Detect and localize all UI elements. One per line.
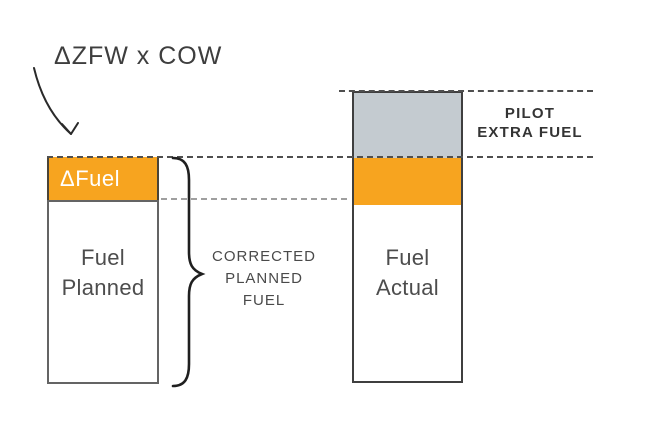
pilot-extra-fuel-label: PILOT EXTRA FUEL [477, 105, 583, 141]
brace-icon [171, 156, 206, 388]
dashed-line-pilot-top [339, 90, 593, 92]
dashed-line-planned-top [161, 198, 347, 200]
delta-zfw-cow-annotation: ΔZFW x COW [54, 42, 223, 70]
fuel-planned-bar: Fuel Planned [47, 200, 159, 384]
fuel-actual-label: Fuel Actual [376, 245, 439, 300]
corrected-planned-fuel-label: CORRECTED PLANNED FUEL [211, 248, 316, 309]
delta-fuel-label: ΔFuel [60, 165, 120, 191]
fuel-actual-bar: Fuel Actual [352, 91, 463, 383]
curved-arrow-icon [33, 67, 79, 135]
pilot-extra-fuel-segment [354, 93, 461, 158]
fuel-planned-label: Fuel Planned [61, 245, 145, 300]
fuel-actual-body: Fuel Actual [354, 205, 461, 381]
delta-fuel-segment: ΔFuel [47, 157, 159, 200]
delta-fuel-segment-actual [354, 158, 461, 205]
dashed-line-corrected-top [47, 156, 593, 158]
